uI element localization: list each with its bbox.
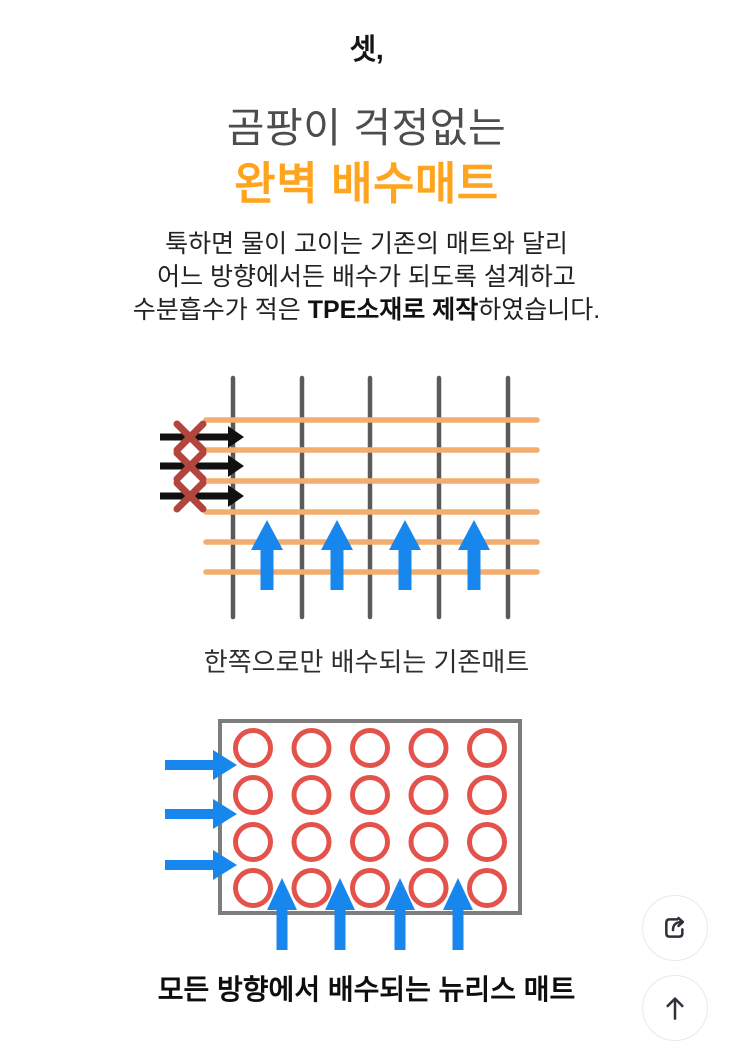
new-mat-caption: 모든 방향에서 배수되는 뉴리스 매트 [157,974,576,1005]
old-mat-drainage-diagram [160,375,540,620]
page-title-muted: 곰팡이 걱정없는 [226,105,507,151]
old-mat-vertical-lines [230,375,511,620]
intro-line-1: 툭하면 물이 고이는 기존의 매트와 달리 [165,230,568,258]
bottom-drain-arrow-icons [267,878,473,950]
side-inflow-arrow-icons [165,750,237,880]
upward-drain-arrow-icons [251,520,490,590]
intro-line-3-bold: TPE소재로 제작 [307,296,479,324]
arrow-up-icon [659,992,691,1024]
blocked-inflow-arrow-icons [160,426,244,507]
intro-line-2: 어느 방향에서든 배수가 되도록 설계하고 [157,263,576,291]
share-button[interactable] [642,895,708,961]
intro-paragraph: 툭하면 물이 고이는 기존의 매트와 달리 어느 방향에서든 배수가 되도록 설… [0,228,733,327]
mat-outline-box [218,719,522,915]
intro-line-3: 수분흡수가 적은 TPE소재로 제작하였습니다. [132,296,601,324]
blocked-x-icons [173,420,207,513]
drain-hole-circles [233,728,507,908]
page-title-accent: 완벽 배수매트 [234,158,499,209]
new-mat-drainage-diagram [165,719,522,950]
scroll-to-top-button[interactable] [642,975,708,1041]
step-label: 셋, [349,34,384,66]
old-mat-caption: 한쪽으로만 배수되는 기존매트 [203,647,530,677]
share-icon [659,912,691,944]
